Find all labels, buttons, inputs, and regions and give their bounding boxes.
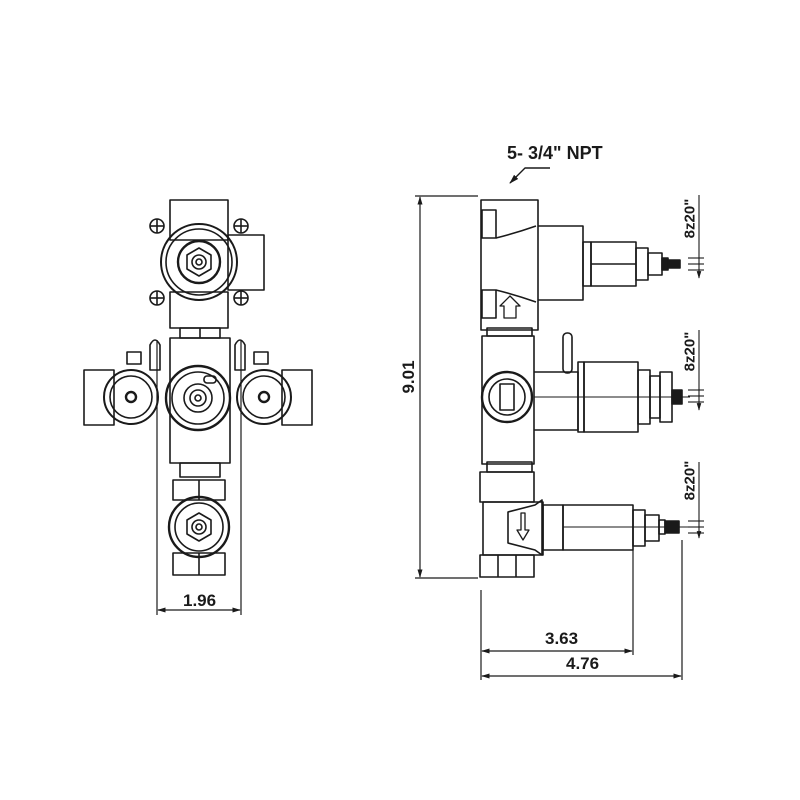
- front-view: [83, 199, 313, 615]
- inlet-callout-label: 5- 3/4" NPT: [507, 143, 603, 163]
- side-height-label: 9.01: [399, 360, 418, 394]
- side-top-body: [480, 199, 681, 337]
- spline-dimension-lines: [688, 195, 704, 539]
- spline-label-top: 8z20": [681, 198, 699, 239]
- flow-down-arrow-icon: [516, 512, 530, 541]
- side-bottom-body: [479, 471, 690, 578]
- mounting-screw-icon: [149, 218, 249, 306]
- flow-up-arrow-icon: [499, 295, 521, 319]
- dimension-front-width: [156, 340, 242, 615]
- bottom-valve-body: [167, 462, 231, 576]
- dimension-side-height: [415, 195, 478, 579]
- middle-valve-row: [83, 337, 313, 464]
- inlet-leader-arrow-icon: [509, 167, 550, 184]
- top-valve-body: [149, 199, 265, 339]
- side-depth-outer-label: 4.76: [566, 654, 600, 673]
- side-view: [415, 167, 704, 680]
- side-depth-inner-label: 3.63: [545, 629, 579, 648]
- dimension-side-depth: [480, 540, 683, 680]
- front-width-label: 1.96: [183, 591, 217, 610]
- side-middle-body: [480, 332, 690, 473]
- spline-label-bottom: 8z20": [681, 460, 699, 501]
- spline-label-middle: 8z20": [681, 331, 699, 372]
